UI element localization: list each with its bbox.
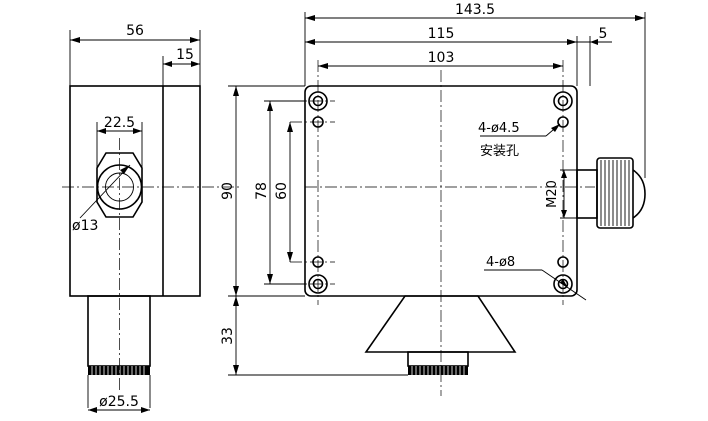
side-bottom-cylinder: [87, 295, 151, 367]
front-gland-ridges: [600, 160, 630, 226]
dim-143-5: 143.5: [455, 2, 495, 18]
front-gland-body: [596, 157, 634, 229]
dim-m20: M20: [545, 180, 560, 208]
dim-115: 115: [428, 26, 455, 42]
dim-5: 5: [599, 26, 608, 42]
leader-dia13: [79, 164, 131, 219]
dim-15: 15: [176, 47, 194, 63]
dim-60: 60: [274, 182, 290, 200]
side-view: 56 15 22.5 ø13 ø25.5: [62, 23, 240, 413]
front-view: 143.5 115 5 103 90 78 60: [220, 2, 646, 396]
label-corner-holes: 4-ø8: [486, 255, 515, 270]
side-hex-nut: [96, 152, 143, 218]
side-bottom-knurl: [88, 366, 150, 375]
dim-dia13: ø13: [72, 218, 98, 234]
front-cone: [364, 295, 517, 353]
label-mount-holes-note: 安装孔: [480, 144, 519, 159]
front-gland-cap: [632, 169, 646, 219]
dim-78: 78: [254, 182, 270, 200]
dim-56: 56: [126, 23, 144, 39]
front-bottom-knurl: [408, 366, 468, 375]
side-knurl-lines: [91, 366, 145, 375]
front-mount-holes: [312, 116, 569, 268]
dim-33: 33: [220, 327, 236, 345]
front-gland-neck: [576, 169, 598, 219]
dim-dia25-5: ø25.5: [99, 394, 139, 410]
label-mount-holes: 4-ø4.5: [478, 121, 520, 136]
front-bottom-cap: [407, 351, 469, 367]
dim-22-5: 22.5: [104, 115, 135, 131]
dim-90: 90: [220, 182, 236, 200]
front-corner-holes: [308, 91, 573, 294]
dim-103: 103: [428, 50, 455, 66]
